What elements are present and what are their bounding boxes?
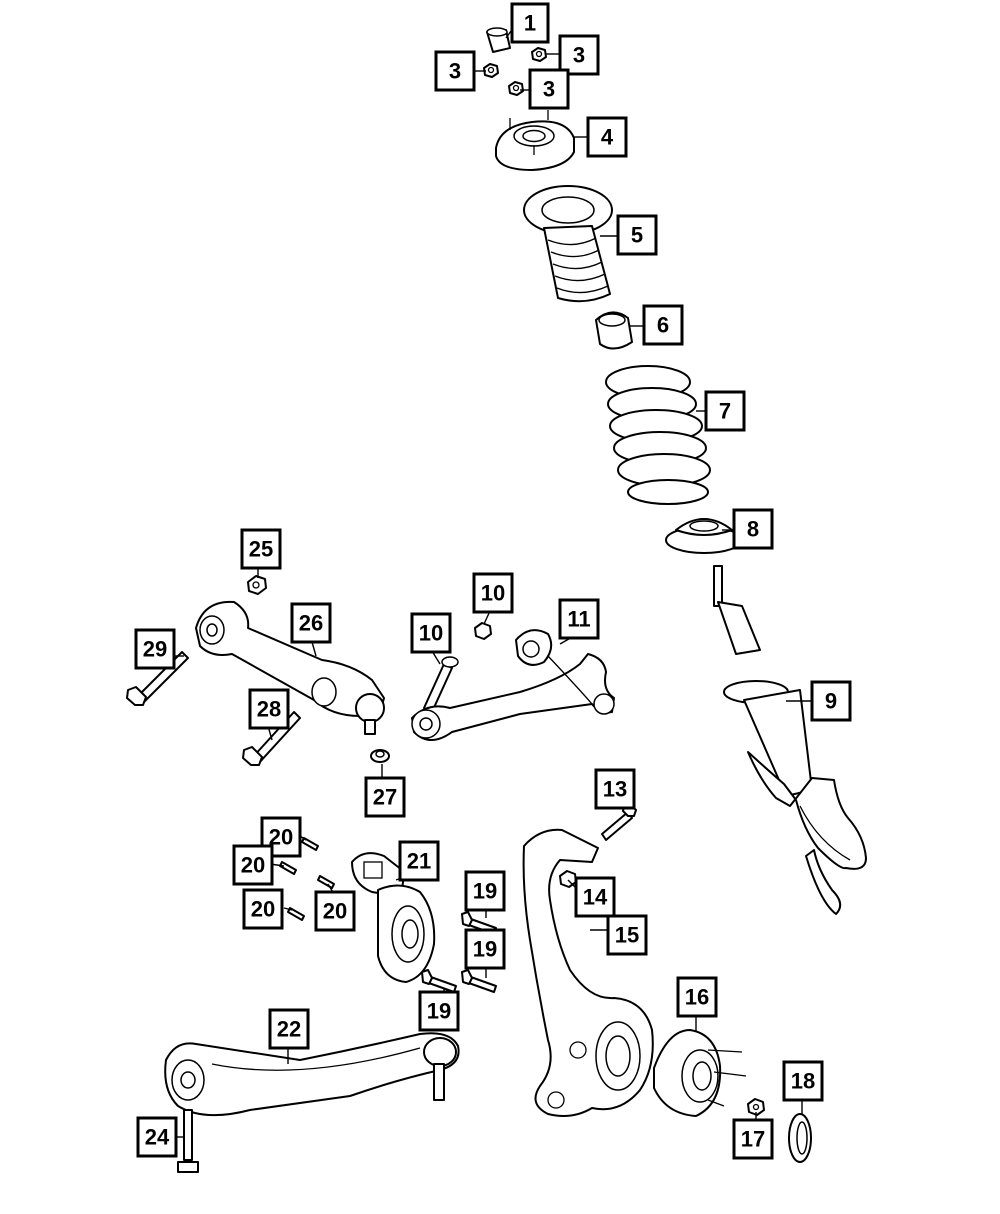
svg-text:3: 3: [543, 77, 555, 102]
svg-text:4: 4: [601, 125, 614, 150]
part-4-strut-mount: [495, 110, 575, 171]
svg-text:22: 22: [277, 1017, 301, 1042]
callout-3-center: 3: [528, 68, 570, 110]
svg-text:13: 13: [603, 777, 627, 802]
svg-text:19: 19: [473, 879, 497, 904]
part-18-dust-cap: [788, 1113, 812, 1163]
callout-29: 29: [134, 628, 176, 670]
callout-7: 7: [704, 390, 746, 432]
part-15-steering-knuckle: [522, 828, 654, 1117]
svg-text:27: 27: [373, 785, 397, 810]
callout-3-right: 3: [558, 34, 600, 76]
callout-15: 15: [606, 914, 648, 956]
callout-9: 9: [810, 680, 852, 722]
part-26-tension-strut: [195, 600, 385, 735]
callout-19-middle: 19: [464, 928, 506, 970]
callout-26: 26: [290, 602, 332, 644]
callout-20-mid: 20: [232, 844, 274, 886]
svg-text:17: 17: [741, 1127, 765, 1152]
callout-28: 28: [248, 688, 290, 730]
part-3-nut-c: [508, 81, 524, 96]
part-6-jounce-bumper: [595, 311, 633, 350]
svg-text:18: 18: [791, 1069, 815, 1094]
part-22-lower-control-arm: [164, 1032, 460, 1117]
part-20-screw-b: [279, 861, 297, 875]
callout-24: 24: [136, 1116, 178, 1158]
part-9-shock-absorber: [713, 565, 867, 915]
svg-text:14: 14: [583, 885, 608, 910]
part-17-nut: [747, 1098, 765, 1116]
svg-text:3: 3: [573, 43, 585, 68]
part-19-bolt-b: [461, 969, 497, 993]
callout-18: 18: [782, 1060, 824, 1102]
part-3-nut-b: [483, 63, 499, 78]
part-7-coil-spring: [605, 365, 711, 505]
svg-text:25: 25: [249, 537, 273, 562]
part-21-actuator: [351, 852, 436, 983]
part-20-screw-c: [317, 875, 335, 889]
part-19-bolt-c: [421, 969, 457, 993]
svg-text:29: 29: [143, 637, 167, 662]
svg-text:20: 20: [251, 897, 275, 922]
svg-text:21: 21: [407, 849, 431, 874]
callout-19-lower: 19: [418, 990, 460, 1032]
svg-text:19: 19: [427, 999, 451, 1024]
part-14-nut: [559, 870, 577, 888]
part-10-bolt: [423, 656, 459, 713]
svg-text:20: 20: [323, 899, 347, 924]
svg-text:5: 5: [631, 223, 643, 248]
callout-22: 22: [268, 1008, 310, 1050]
svg-text:3: 3: [449, 59, 461, 84]
callout-10-lower: 10: [410, 612, 452, 654]
part-1-strut-isolator: [486, 27, 511, 53]
svg-text:6: 6: [657, 313, 669, 338]
svg-text:15: 15: [615, 923, 639, 948]
part-11-upper-control-arm: [411, 629, 615, 741]
callout-1: 1: [510, 2, 550, 44]
part-5-dust-boot: [523, 185, 613, 303]
svg-text:20: 20: [241, 853, 265, 878]
svg-text:1: 1: [524, 11, 536, 36]
part-25-nut: [247, 575, 267, 595]
part-20-screw-a: [301, 837, 319, 851]
callout-17: 17: [732, 1118, 774, 1160]
callout-16: 16: [676, 976, 718, 1018]
callout-5: 5: [616, 214, 658, 256]
part-16-hub-bearing: [653, 1029, 747, 1117]
svg-text:24: 24: [145, 1125, 170, 1150]
callout-6: 6: [642, 304, 684, 346]
callout-20-low-left: 20: [242, 888, 284, 930]
callout-11: 11: [558, 598, 600, 640]
svg-text:16: 16: [685, 985, 709, 1010]
svg-text:7: 7: [719, 399, 731, 424]
part-24-bolt: [177, 1109, 199, 1173]
part-27-washer: [370, 749, 390, 763]
callout-27: 27: [364, 776, 406, 818]
callout-19-upper: 19: [464, 870, 506, 912]
callout-13: 13: [594, 768, 636, 810]
callout-21: 21: [398, 840, 440, 882]
callout-25: 25: [240, 528, 282, 570]
callout-4: 4: [586, 116, 628, 158]
part-10-nut: [474, 622, 492, 640]
svg-text:11: 11: [567, 607, 590, 632]
callout-14: 14: [574, 876, 616, 918]
callout-20-low-right: 20: [314, 890, 356, 932]
svg-text:28: 28: [257, 697, 281, 722]
part-20-screw-d: [287, 907, 305, 921]
callout-10-upper: 10: [472, 572, 514, 614]
svg-text:10: 10: [481, 581, 505, 606]
svg-text:19: 19: [473, 937, 497, 962]
part-3-nut-a: [531, 47, 547, 62]
part-8-spring-seat: [665, 518, 743, 554]
callout-3-left: 3: [434, 50, 476, 92]
svg-text:9: 9: [825, 689, 837, 714]
svg-text:8: 8: [747, 517, 759, 542]
callout-8: 8: [732, 508, 774, 550]
svg-text:26: 26: [299, 611, 323, 636]
svg-text:10: 10: [419, 621, 443, 646]
